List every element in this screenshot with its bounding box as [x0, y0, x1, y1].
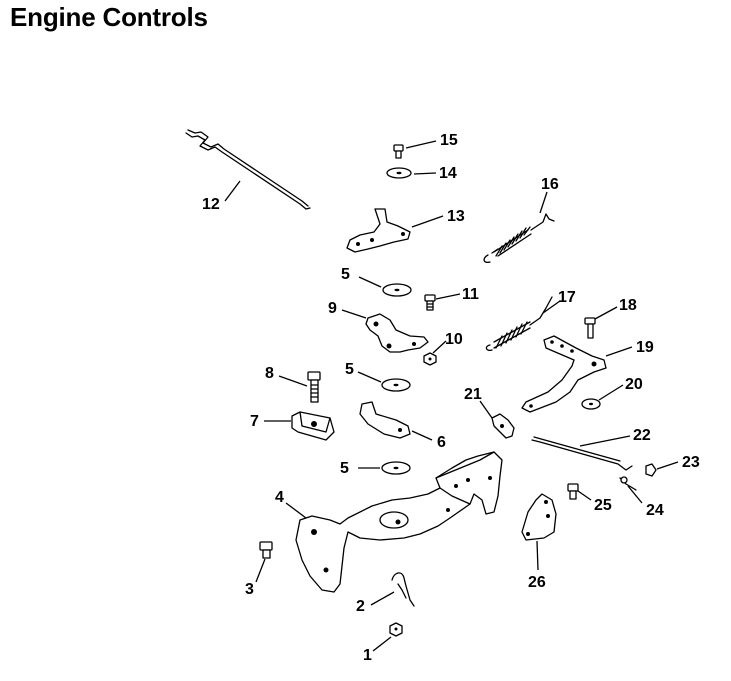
part-24-rod-end [619, 476, 637, 491]
callout-5-c: 5 [340, 460, 349, 477]
callout-12: 12 [202, 196, 220, 213]
part-1-nut [389, 622, 403, 637]
callout-19: 19 [636, 339, 654, 356]
callout-17: 17 [558, 289, 576, 306]
callout-10: 10 [445, 331, 463, 348]
page-title: Engine Controls [10, 2, 208, 32]
leader-lines [224, 140, 679, 652]
callout-15: 15 [440, 132, 458, 149]
callout-26: 26 [528, 574, 546, 591]
part-20-nut [581, 398, 601, 410]
callout-22: 22 [633, 427, 651, 444]
part-16-spring [483, 213, 555, 264]
part-11-screw [424, 294, 436, 311]
callout-24: 24 [646, 502, 664, 519]
part-21-clamp [491, 413, 515, 439]
callout-2: 2 [356, 598, 365, 615]
callout-5-a: 5 [341, 266, 350, 283]
part-4-main-bracket [295, 451, 503, 593]
callout-14: 14 [439, 165, 457, 182]
callouts: 1 2 3 4 5 5 5 6 7 8 9 10 11 12 13 14 15 … [202, 132, 700, 664]
part-3-screw [259, 541, 273, 559]
part-14-washer [386, 167, 412, 179]
callout-23: 23 [682, 454, 700, 471]
callout-5-b: 5 [345, 361, 354, 378]
callout-7: 7 [250, 413, 259, 430]
callout-20: 20 [625, 376, 643, 393]
callout-13: 13 [447, 208, 465, 225]
part-10-nut [423, 352, 437, 366]
callout-1: 1 [363, 647, 372, 664]
part-23-nut [645, 463, 657, 477]
part-2-spring-clip [391, 572, 415, 607]
part-5-washer-b [381, 378, 411, 392]
part-18-screw [584, 317, 596, 339]
part-9-governor-arm [365, 313, 429, 353]
callout-3: 3 [245, 581, 254, 598]
part-26-plate [521, 493, 557, 541]
part-22-link-rod [531, 436, 633, 471]
part-8-bolt [307, 371, 321, 403]
callout-4: 4 [275, 489, 284, 506]
part-15-screw [393, 144, 404, 159]
callout-18: 18 [619, 297, 637, 314]
callout-25: 25 [594, 497, 612, 514]
callout-21: 21 [464, 386, 482, 403]
part-6-throttle-plate [359, 401, 411, 439]
part-13-bracket [346, 208, 411, 253]
part-25-screw [567, 483, 579, 500]
part-5-washer-a [382, 283, 412, 297]
part-19-control-lever [521, 335, 607, 413]
part-7-clip [291, 411, 335, 441]
part-5-washer-c [381, 461, 411, 475]
callout-11: 11 [462, 286, 479, 303]
callout-8: 8 [265, 365, 274, 382]
callout-6: 6 [437, 434, 446, 451]
callout-9: 9 [328, 300, 337, 317]
part-17-spring [485, 296, 553, 352]
callout-16: 16 [541, 176, 559, 193]
part-12-governor-link [185, 129, 311, 210]
